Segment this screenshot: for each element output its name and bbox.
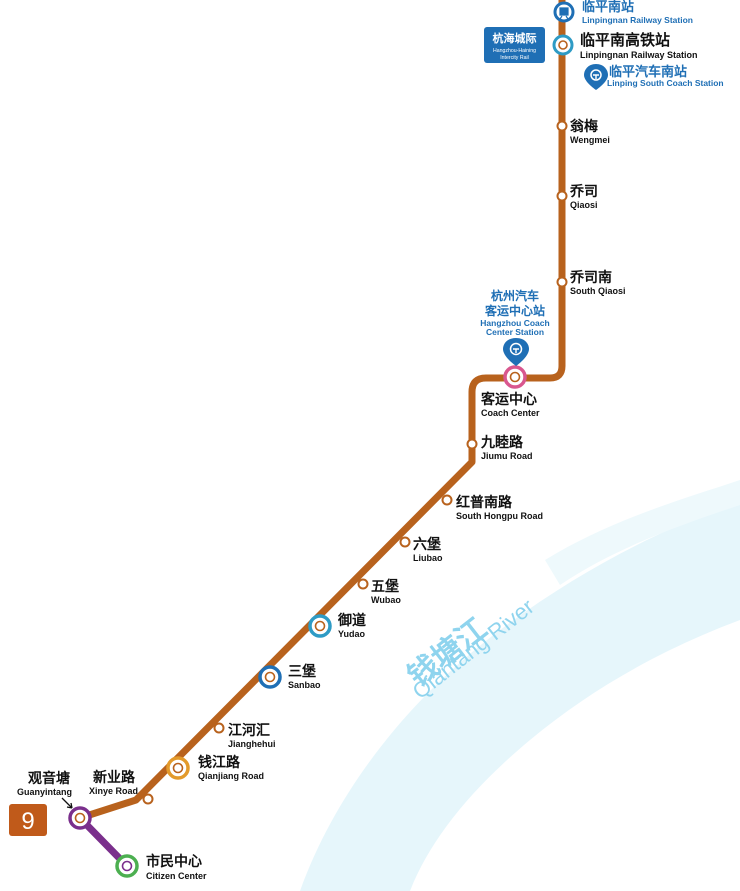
label-yudao-en: Yudao xyxy=(338,629,366,639)
station-dot-jiumu[interactable] xyxy=(466,438,478,450)
label-linpingnan-highspeed-zh: 临平南高铁站 xyxy=(580,31,670,49)
label-guanyintang-zh: 观音塘 xyxy=(28,770,70,787)
svg-text:9: 9 xyxy=(21,808,34,835)
label-jiumu-en: Jiumu Road xyxy=(481,451,533,461)
label-hz-coach-en2: Center Station xyxy=(486,327,544,337)
label-sanbao-en: Sanbao xyxy=(288,680,321,690)
interchange-linpingnan-highspeed[interactable] xyxy=(552,34,574,56)
label-yudao-zh: 御道 xyxy=(337,612,366,629)
label-qiaosinan-zh: 乔司南 xyxy=(569,269,612,286)
station-dot-wengmei[interactable] xyxy=(556,120,568,132)
interchange-sanbao[interactable] xyxy=(258,665,282,689)
label-linping-coach-zh: 临平汽车南站 xyxy=(609,64,687,80)
label-linpingnan-railway-zh: 临平南站 xyxy=(582,0,634,15)
label-linpingnan-highspeed-en: Linpingnan Railway Station xyxy=(580,50,698,60)
coach-station-icon xyxy=(584,64,608,90)
hangzhou-haining-rail-badge: 杭海城际 Hangzhou-Haining Intercity Rail xyxy=(484,27,545,63)
station-dot-qiaosinan[interactable] xyxy=(556,276,568,288)
station-dots xyxy=(142,120,568,805)
label-linping-coach-en: Linping South Coach Station xyxy=(607,78,724,88)
label-liubao-zh: 六堡 xyxy=(413,536,441,553)
label-citizen-center-zh: 市民中心 xyxy=(146,853,202,870)
station-dot-jianghehui[interactable] xyxy=(213,722,225,734)
guanyintang-arrow xyxy=(61,797,73,809)
station-dot-hongpunan[interactable] xyxy=(441,494,453,506)
interchange-citizen-center[interactable] xyxy=(115,854,139,878)
line-number-badge: 9 xyxy=(9,804,47,836)
label-qianjiang-zh: 钱江路 xyxy=(198,754,241,771)
interchange-guanyintang[interactable] xyxy=(68,806,92,830)
railway-station-icon xyxy=(559,7,569,20)
line-9-track xyxy=(78,0,566,822)
label-guanyintang-en: Guanyintang xyxy=(17,787,72,797)
label-citizen-center-en: Citizen Center xyxy=(146,871,207,881)
label-wubao-en: Wubao xyxy=(371,595,401,605)
label-qiaosi-en: Qiaosi xyxy=(570,200,598,210)
label-qiaosinan-en: South Qiaosi xyxy=(570,286,626,296)
label-hz-coach-en1: Hangzhou Coach xyxy=(480,318,549,328)
station-dot-liubao[interactable] xyxy=(399,536,411,548)
label-wengmei-zh: 翁梅 xyxy=(570,118,598,135)
label-xinye-zh: 新业路 xyxy=(93,769,136,786)
interchange-yudao[interactable] xyxy=(308,614,332,638)
svg-text:Intercity Rail: Intercity Rail xyxy=(500,55,529,61)
label-hz-coach-zh1: 杭州汽车 xyxy=(491,288,539,303)
interchange-linpingnan-railway[interactable] xyxy=(553,1,575,23)
label-hongpunan-en: South Hongpu Road xyxy=(456,511,543,521)
label-liubao-en: Liubao xyxy=(413,553,443,563)
station-dot-wubao[interactable] xyxy=(357,578,369,590)
label-hz-coach-zh2: 客运中心站 xyxy=(484,303,545,318)
qiantang-river-upper xyxy=(545,480,740,585)
label-linpingnan-railway-en: Linpingnan Railway Station xyxy=(582,15,693,25)
interchange-coach-center[interactable] xyxy=(503,365,527,389)
label-qiaosi-zh: 乔司 xyxy=(569,183,598,200)
label-qianjiang-en: Qianjiang Road xyxy=(198,771,264,781)
label-coach-center-en: Coach Center xyxy=(481,408,540,418)
label-wengmei-en: Wengmei xyxy=(570,135,610,145)
label-jiumu-zh: 九睦路 xyxy=(480,434,524,451)
station-dot-qiaosi[interactable] xyxy=(556,190,568,202)
label-wubao-zh: 五堡 xyxy=(371,578,399,595)
qiantang-river xyxy=(300,500,740,891)
interchange-qianjiang[interactable] xyxy=(166,756,190,780)
label-xinye-en: Xinye Road xyxy=(89,786,138,796)
label-coach-center-zh: 客运中心 xyxy=(480,391,537,408)
svg-text:杭海城际: 杭海城际 xyxy=(493,31,537,45)
label-hongpunan-zh: 红普南路 xyxy=(456,494,513,511)
label-jianghehui-zh: 江河汇 xyxy=(228,722,270,739)
coach-station-icon xyxy=(503,338,529,366)
station-dot-xinye[interactable] xyxy=(142,793,154,805)
label-sanbao-zh: 三堡 xyxy=(288,663,316,680)
svg-text:Hangzhou-Haining: Hangzhou-Haining xyxy=(493,48,536,54)
label-jianghehui-en: Jianghehui xyxy=(228,739,276,749)
